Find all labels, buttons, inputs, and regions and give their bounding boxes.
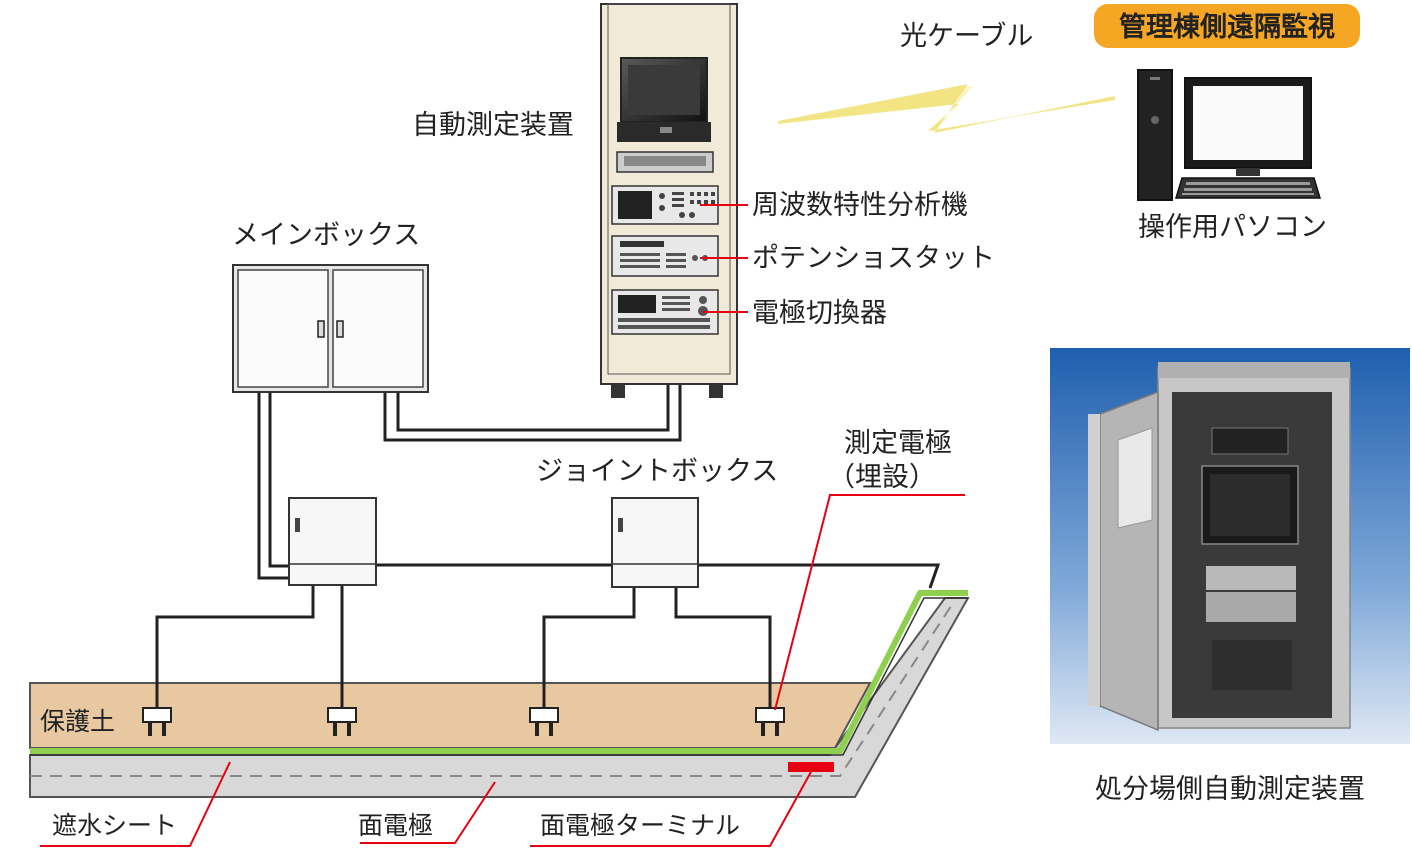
electrode-2 xyxy=(327,707,357,736)
site-auto-device-label: 処分場側自動測定装置 xyxy=(1095,774,1365,805)
surface-electrode-dash xyxy=(30,599,956,777)
measure-electrode-label: 測定電極 xyxy=(844,428,952,459)
ground-layers xyxy=(29,590,970,798)
main-box xyxy=(232,264,429,393)
operation-pc xyxy=(1137,69,1322,201)
site-device-photo xyxy=(1050,348,1410,744)
waterproof-sheet-edge xyxy=(30,597,968,756)
labels: 光ケーブル 自動測定装置 周波数特性分析機 ポテンショスタット 電極切換器 操作… xyxy=(40,21,1365,840)
auto-measure-device-label: 自動測定装置 xyxy=(412,110,574,141)
surface-electrode-terminal-label: 面電極ターミナル xyxy=(540,811,740,840)
surface-electrode-terminal xyxy=(788,762,834,772)
joint-box-2 xyxy=(611,497,699,588)
leader-lines xyxy=(40,494,965,847)
optical-cable-label: 光ケーブル xyxy=(900,21,1033,52)
optical-cable-bolt xyxy=(778,84,1115,133)
bolt-shape xyxy=(778,84,1115,133)
surface-electrode-label: 面電極 xyxy=(358,811,433,840)
main-box-label: メインボックス xyxy=(232,220,420,251)
electrode-3 xyxy=(529,707,559,736)
electrode-4 xyxy=(755,707,785,736)
joint-box-1 xyxy=(288,497,377,586)
auto-measure-rack xyxy=(600,3,738,398)
waterproof-sheet-line xyxy=(30,590,968,754)
operation-pc-label: 操作用パソコン xyxy=(1138,212,1327,243)
joint-box-label: ジョイントボックス xyxy=(536,456,778,487)
waterproof-sheet-label: 遮水シート xyxy=(52,811,177,840)
electrode-1 xyxy=(142,707,172,736)
pc-tower xyxy=(1137,69,1173,201)
protective-soil-label: 保護土 xyxy=(40,707,115,736)
remote-monitoring-label: 管理棟側遠隔監視 xyxy=(1119,12,1335,43)
remote-monitoring-badge: 管理棟側遠隔監視 xyxy=(1094,4,1360,48)
rack-leaders xyxy=(700,204,748,313)
electrodes xyxy=(142,707,785,736)
buried-label: （埋設） xyxy=(828,462,936,493)
cables xyxy=(155,385,941,708)
potentiostat-label: ポテンショスタット xyxy=(752,243,995,274)
electrode-switcher-label: 電極切換器 xyxy=(752,298,887,329)
freq-analyzer-label: 周波数特性分析機 xyxy=(752,190,968,221)
